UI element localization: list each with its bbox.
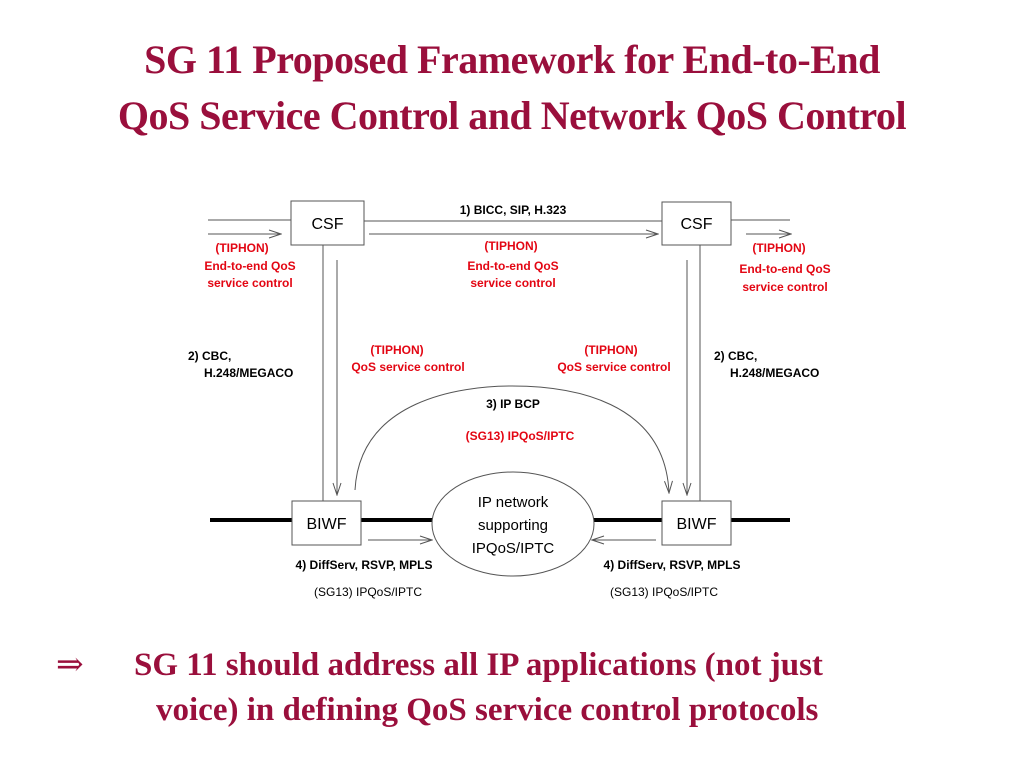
qos-left-line-2: QoS service control — [351, 360, 464, 374]
csf-left-label: CSF — [312, 216, 344, 233]
e2e-left-line-1: (TIPHON) — [215, 241, 268, 255]
e2e-right-line-3: service control — [742, 280, 827, 294]
e2e-middle-line-3: service control — [470, 276, 555, 290]
diffserv-right-label: 4) DiffServ, RSVP, MPLS — [604, 558, 741, 572]
implies-arrow-icon: ⇒ — [56, 644, 84, 683]
e2e-middle-line-1: (TIPHON) — [484, 239, 537, 253]
e2e-left-line-2: End-to-end QoS — [204, 259, 295, 273]
biwf-right-node: BIWF — [661, 500, 732, 546]
biwf-left-label: BIWF — [307, 516, 347, 533]
csf-right-label: CSF — [681, 216, 713, 233]
ip-network-label-3: IPQoS/IPTC — [472, 540, 555, 557]
conclusion-text-1: SG 11 should address all IP applications… — [134, 647, 823, 683]
bicc-sip-label: 1) BICC, SIP, H.323 — [460, 203, 567, 217]
csf-left-node: CSF — [290, 200, 365, 246]
cbc-left-label-2: H.248/MEGACO — [204, 366, 293, 380]
cbc-right-label-2: H.248/MEGACO — [730, 366, 819, 380]
sg13-arc-label: (SG13) IPQoS/IPTC — [466, 429, 575, 443]
slide-title-line-1: SG 11 Proposed Framework for End-to-End — [144, 37, 880, 82]
conclusion-line-1: ⇒ SG 11 should address all IP application… — [56, 644, 1024, 685]
e2e-left-line-3: service control — [207, 276, 292, 290]
conclusion-line-2: voice) in defining QoS service control p… — [156, 692, 819, 728]
ip-network-label-1: IP network — [478, 494, 549, 511]
qos-right-line-1: (TIPHON) — [584, 343, 637, 357]
ip-bcp-arc — [354, 385, 669, 493]
e2e-right-line-2: End-to-end QoS — [739, 262, 830, 276]
csf-right-node: CSF — [661, 201, 732, 246]
diffserv-left-label: 4) DiffServ, RSVP, MPLS — [296, 558, 433, 572]
ip-network-label-2: supporting — [478, 517, 548, 534]
biwf-right-label: BIWF — [677, 516, 717, 533]
slide-title-line-2: QoS Service Control and Network QoS Cont… — [117, 93, 907, 138]
ip-network-node: IP network supporting IPQoS/IPTC — [431, 471, 595, 577]
qos-right-line-2: QoS service control — [557, 360, 670, 374]
biwf-left-node: BIWF — [291, 500, 362, 546]
e2e-middle-line-2: End-to-end QoS — [467, 259, 558, 273]
e2e-right-line-1: (TIPHON) — [752, 241, 805, 255]
sg13-left-label: (SG13) IPQoS/IPTC — [314, 585, 422, 599]
sg13-right-label: (SG13) IPQoS/IPTC — [610, 585, 718, 599]
qos-left-line-1: (TIPHON) — [370, 343, 423, 357]
cbc-left-label-1: 2) CBC, — [188, 349, 231, 363]
ip-bcp-label: 3) IP BCP — [486, 397, 540, 411]
cbc-right-label-1: 2) CBC, — [714, 349, 757, 363]
